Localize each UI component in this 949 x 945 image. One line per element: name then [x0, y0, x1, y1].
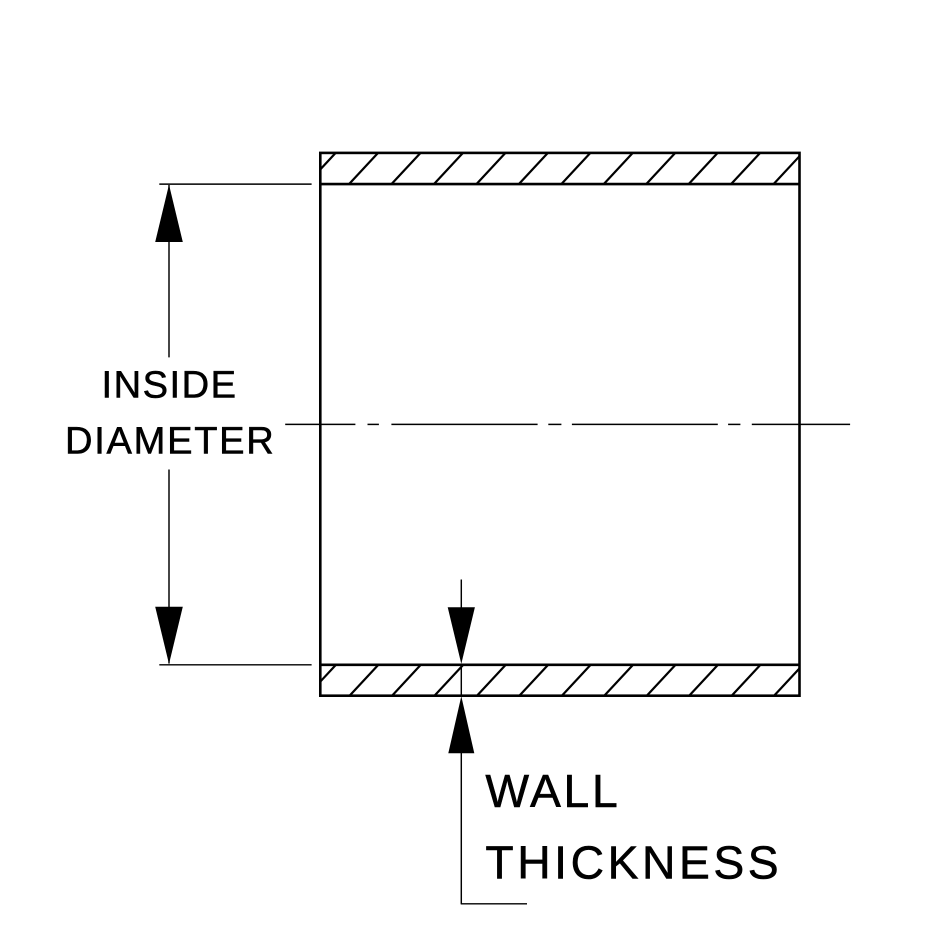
svg-text:THICKNESS: THICKNESS [485, 837, 778, 889]
svg-text:INSIDE: INSIDE [102, 365, 237, 407]
svg-text:DIAMETER: DIAMETER [65, 420, 274, 462]
svg-text:WALL: WALL [485, 765, 617, 817]
